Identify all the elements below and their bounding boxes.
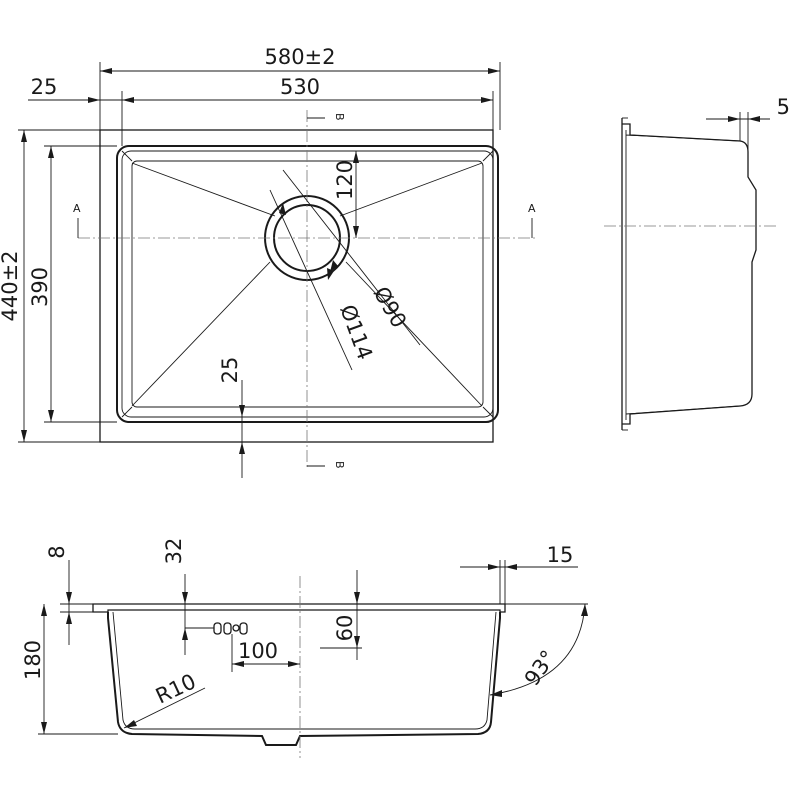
section-a-label-right: A bbox=[528, 202, 536, 215]
slope-line bbox=[345, 261, 483, 407]
dim-inner-depth: 390 bbox=[28, 267, 52, 307]
section-b-label-top: B bbox=[333, 113, 346, 121]
section-bowl-outline bbox=[107, 612, 501, 746]
section-b-label-bottom: B bbox=[333, 461, 346, 469]
dim-flange: 25 bbox=[31, 75, 58, 99]
dim-wall-angle: 93° bbox=[520, 646, 561, 690]
side-profile-outer bbox=[621, 118, 757, 430]
dim-overflow-offset: 100 bbox=[238, 639, 278, 663]
outer-flange-outline bbox=[99, 129, 494, 443]
dim-rim-overhang: 15 bbox=[547, 543, 574, 567]
drain-outer-diameter-leader bbox=[269, 189, 353, 371]
section-view: 8 180 32 100 60 R10 15 bbox=[21, 538, 588, 758]
slope-line bbox=[339, 162, 483, 217]
dim-bottom-flange: 25 bbox=[218, 357, 242, 384]
section-flange bbox=[92, 603, 506, 613]
dim-inner-width: 530 bbox=[280, 75, 320, 99]
section-bowl-inner bbox=[112, 611, 497, 730]
angle-arc bbox=[489, 603, 586, 696]
radius-leader bbox=[123, 687, 206, 729]
dim-rim: 5 bbox=[777, 95, 790, 119]
dim-drain-outer-diameter: Ø114 bbox=[335, 302, 377, 363]
side-view: 5 bbox=[604, 95, 790, 431]
bowl-bottom-outline bbox=[131, 160, 484, 408]
dim-overflow-depth: 60 bbox=[333, 615, 357, 642]
side-profile-inner bbox=[625, 130, 741, 420]
dim-flange-thickness: 8 bbox=[45, 545, 69, 558]
dim-overall-width: 580±2 bbox=[264, 45, 335, 69]
slope-line bbox=[131, 162, 276, 217]
bowl-outer-outline bbox=[116, 145, 499, 423]
slope-line bbox=[131, 261, 271, 407]
dim-depth: 180 bbox=[21, 640, 45, 680]
overflow-slot bbox=[213, 622, 248, 635]
dim-overall-depth: 440±2 bbox=[0, 250, 22, 321]
drain-diameter-leader bbox=[282, 169, 421, 346]
top-view: A A B B 580±2 530 25 440±2 bbox=[0, 45, 538, 478]
section-a-label-left: A bbox=[73, 202, 81, 215]
dim-overflow-height: 32 bbox=[162, 538, 186, 565]
dim-drain-offset: 120 bbox=[333, 160, 357, 200]
bowl-inner-outline bbox=[121, 150, 494, 418]
